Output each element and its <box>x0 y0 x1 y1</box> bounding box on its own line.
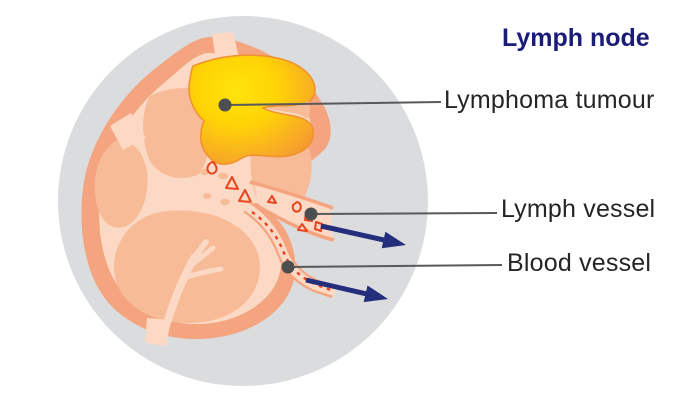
diagram-title: Lymph node <box>502 24 650 52</box>
capsule-vessel-stubs <box>110 32 239 346</box>
leader-dot-lymph-vessel <box>304 207 318 221</box>
leader-line-lymph-vessel <box>310 212 498 215</box>
label-blood-vessel: Blood vessel <box>507 249 651 277</box>
leader-line-tumour <box>224 101 442 106</box>
tumour-notch-curl <box>267 101 311 119</box>
leader-dot-blood-vessel <box>281 260 295 274</box>
label-lymph-vessel: Lymph vessel <box>501 195 655 223</box>
leader-dot-tumour <box>218 98 232 112</box>
lymphoma-tumour-shape <box>188 54 316 165</box>
label-lymphoma-tumour: Lymphoma tumour <box>444 86 655 114</box>
leader-line-blood-vessel <box>287 264 503 268</box>
lymph-flow-arrow <box>320 223 406 249</box>
lymph-vessel-shape <box>249 180 335 242</box>
leader-lines <box>218 98 503 274</box>
blood-flow-arrow <box>305 277 388 303</box>
